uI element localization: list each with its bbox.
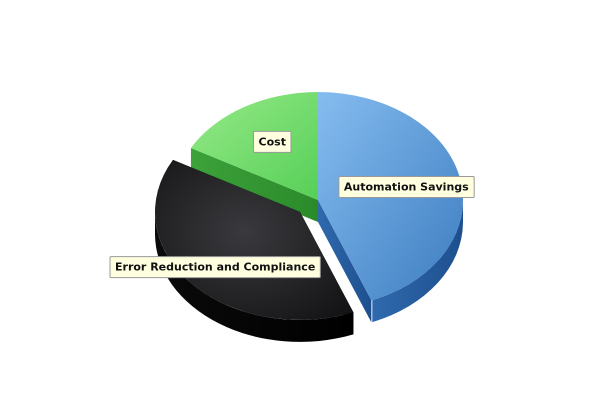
pie-slice-1-side [154,212,354,342]
pie-slice-0-side [372,200,463,323]
pie-slice-0-edge-1 [318,200,372,323]
pie-label-text: Automation Savings [344,180,469,193]
pie-slice-1-top [154,159,354,320]
pie-label-1: Error Reduction and Compliance [109,256,321,279]
pie-label-box [253,130,292,153]
pie-label-box [338,175,475,198]
pie-slice-1 [154,159,354,342]
pie-label-2: Cost [253,130,292,153]
pie-label-0: Automation Savings [338,175,475,198]
pie-label-text: Error Reduction and Compliance [115,261,315,274]
pie-label-text: Cost [259,135,286,148]
pie-label-box [109,256,321,279]
pie-slice-2-edge-0 [190,147,318,222]
